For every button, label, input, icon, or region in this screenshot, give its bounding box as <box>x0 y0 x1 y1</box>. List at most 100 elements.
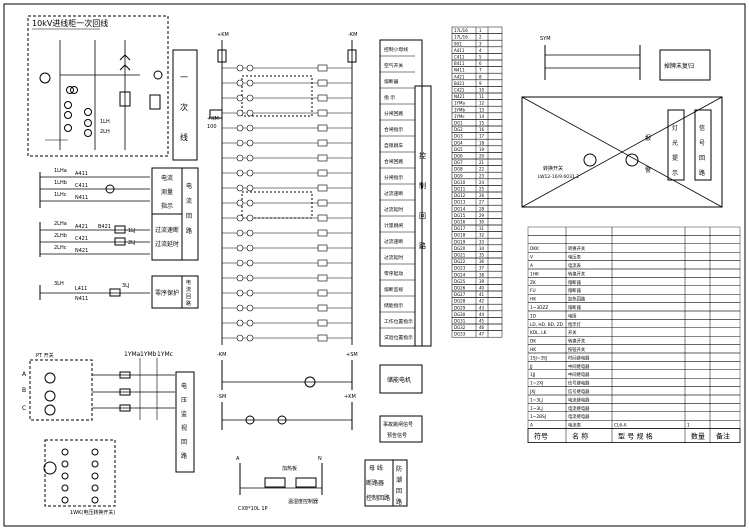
reset-box <box>659 49 711 81</box>
terminal-label: B421 <box>454 81 465 86</box>
humidity-controller-icon <box>295 477 317 488</box>
bus-node-5: -SM <box>217 394 226 400</box>
metering-side-1: 流 <box>186 197 192 205</box>
heater-caption-2: CX8*10L 1P <box>238 506 268 512</box>
terminal-label: DG33 <box>454 332 466 337</box>
reset-label: 掉牌未复归 <box>664 62 694 70</box>
ct2-out-c: C421 <box>75 236 88 242</box>
terminal-label: DG29 <box>454 305 466 310</box>
signal-lamp-icon <box>625 153 639 167</box>
terminal-label: DG12 <box>454 193 466 198</box>
terminal-number: 20 <box>479 154 485 159</box>
terminal-number: 33 <box>479 239 485 244</box>
terminal-label: DG30 <box>454 312 466 317</box>
signal-right-2: 回 <box>699 155 705 162</box>
parts-cell: 1 <box>687 423 690 429</box>
terminal-number: 11 <box>479 94 485 99</box>
bus-node-0: +KM <box>217 32 229 38</box>
control-label: 过流延时 <box>384 206 403 213</box>
parts-cell: CL6-A <box>614 423 627 429</box>
terminal-label: DG13 <box>454 200 466 205</box>
terminal-number: 2 <box>479 35 482 40</box>
accident-label-1: 预告信号 <box>387 432 407 439</box>
terminal-label: DG7 <box>454 160 463 165</box>
terminal-number: 4 <box>479 48 482 53</box>
parts-cell: 1~3DZZ <box>530 305 548 311</box>
bus-node-4: +SM <box>346 352 358 358</box>
ct1-code-c: 1LHc <box>54 192 67 198</box>
voltage-switch-box <box>44 439 116 507</box>
terminal-label: N421 <box>454 94 465 99</box>
parts-cell: 加热回路 <box>568 296 586 303</box>
terminal-label: DG6 <box>454 154 463 159</box>
metering-side2-0: 电 <box>186 279 191 286</box>
terminal-number: 28 <box>479 206 485 211</box>
terminal-number: 32 <box>479 233 485 238</box>
terminal-label: A411 <box>454 48 465 53</box>
primary-label-box <box>172 49 198 161</box>
terminal-number: 43 <box>479 305 485 310</box>
control-rungs <box>222 64 352 342</box>
bus-node-7: SYM <box>540 36 551 42</box>
control-circuit: +KM -KM +KM 100 <box>207 32 357 345</box>
parts-cell: 信号继电器 <box>568 380 590 387</box>
bus-node-3: -KM <box>217 352 226 358</box>
relay-2lj: 2LJ <box>128 240 135 246</box>
pt-box <box>29 359 93 421</box>
terminal-label: DG11 <box>454 187 466 192</box>
heater-side-3: 路 <box>396 498 402 506</box>
parts-cell: KDL, LK <box>530 330 547 336</box>
fuse-icon <box>347 49 357 63</box>
heater-side-0: 防 <box>396 465 402 473</box>
terminal-number: 44 <box>479 312 485 317</box>
signal-left-1: 光 <box>672 139 678 147</box>
signal-switch: 转换开关 <box>543 165 563 172</box>
voltage-1: 压 <box>181 397 187 404</box>
terminal-label: DG5 <box>454 147 463 152</box>
control-label: 合闸回路 <box>384 158 403 165</box>
terminal-label: C421 <box>454 88 465 93</box>
terminal-number: 30 <box>479 220 485 225</box>
ctrl-side-2: 回 <box>419 212 426 220</box>
terminal-label: DG21 <box>454 253 466 258</box>
ct2-code-c: 2LHc <box>54 245 67 251</box>
control-label: 过流速断 <box>384 190 403 197</box>
terminal-number: 9 <box>479 81 482 86</box>
signal-left-2: 提 <box>672 154 678 162</box>
terminal-label: 901 <box>454 41 462 46</box>
heater-caption-1: 温湿度控制器 <box>288 498 318 505</box>
ct2-code-b: 2LHb <box>54 233 67 239</box>
terminal-number: 8 <box>479 74 482 79</box>
metering-side2-2: 回 <box>186 294 191 300</box>
svg-text:A: A <box>236 456 240 462</box>
parts-cell: 1JJ <box>530 372 535 378</box>
terminal-number: 36 <box>479 259 485 264</box>
terminal-number: 1 <box>479 28 482 33</box>
voltage-label-box <box>175 371 195 473</box>
accident-label-box <box>379 415 423 443</box>
ct2-out-b: B421 <box>98 224 111 230</box>
primary-label-2: 线 <box>180 132 188 142</box>
pt-label: PT 开关 <box>36 352 54 359</box>
primary-label-0: 一 <box>180 73 188 82</box>
parts-cell: 熔断器 <box>568 279 582 286</box>
metering-side2-1: 流 <box>186 286 191 293</box>
svg-text:1LH: 1LH <box>100 119 110 125</box>
parts-cell: HK <box>530 297 536 303</box>
parts-cell: 1~3LJ <box>530 406 543 412</box>
control-label: 指 示 <box>384 94 395 101</box>
terminal-label: DG4 <box>454 140 463 145</box>
terminal-number: 3 <box>479 41 482 46</box>
parts-cell: 指示灯 <box>568 321 582 328</box>
ct1-out-a: A411 <box>75 171 88 177</box>
svg-text:C: C <box>22 405 26 412</box>
terminal-label: DG24 <box>454 272 466 277</box>
terminal-number: 46 <box>479 325 485 330</box>
primary-label-1: 次 <box>180 102 188 112</box>
terminal-number: 47 <box>479 332 485 337</box>
terminal-label: C411 <box>454 55 465 60</box>
zero-label: 零序保护 <box>155 289 179 297</box>
parts-cell: 电流继电器 <box>568 413 590 420</box>
terminal-label: DG17 <box>454 226 466 231</box>
